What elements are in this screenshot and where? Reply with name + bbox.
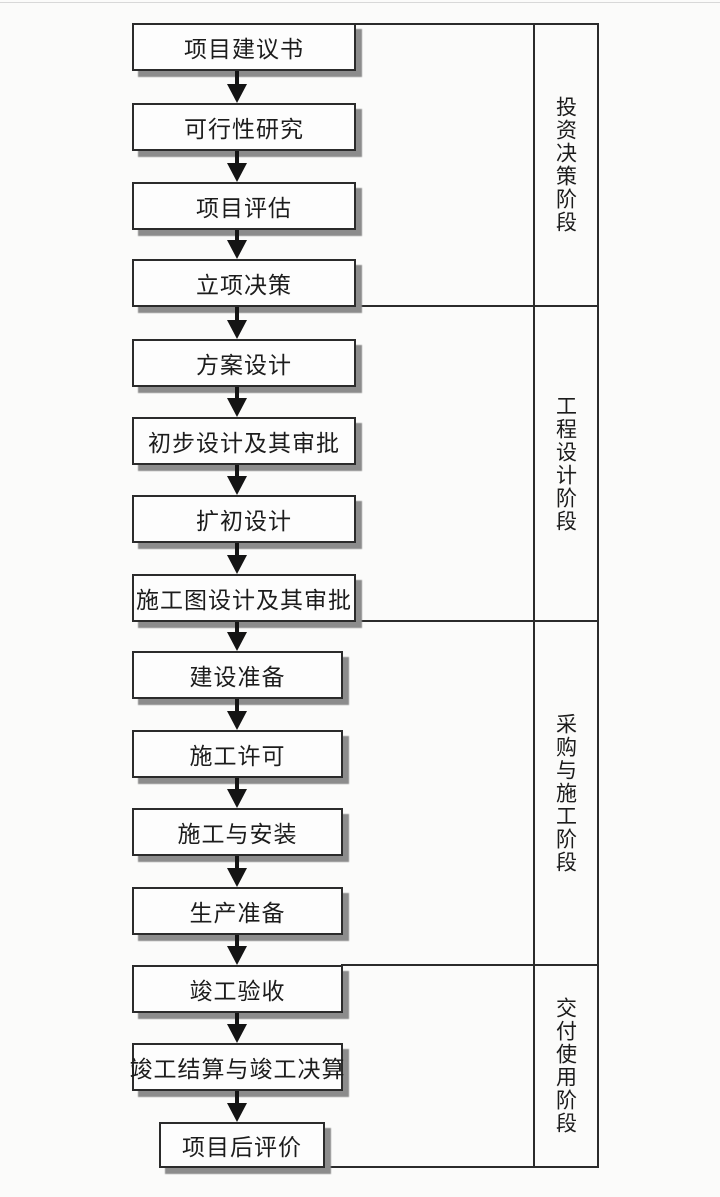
phase-divider-line-3	[341, 964, 599, 966]
flow-step-box-scheme-design: 方案设计	[132, 339, 356, 387]
flow-step-box-production-preparation: 生产准备	[132, 887, 343, 935]
phase-label-delivery-use: 交付使用阶段	[553, 997, 578, 1135]
arrow-down-icon	[227, 543, 247, 574]
phase-column-right-border	[597, 23, 599, 1168]
flow-step-box-feasibility-study: 可行性研究	[132, 103, 356, 151]
phase-divider-line-1	[355, 305, 599, 307]
phase-label-procurement-construction: 采购与施工阶段	[553, 712, 578, 874]
arrow-down-icon	[227, 1091, 247, 1122]
arrow-down-icon	[227, 1013, 247, 1043]
arrow-down-icon	[227, 778, 247, 808]
phase-column-left-border	[533, 23, 535, 1168]
phase-divider-line-2	[355, 620, 599, 622]
flow-step-box-project-evaluation: 项目评估	[132, 182, 356, 230]
arrow-down-icon	[227, 935, 247, 965]
flow-step-box-construction-permit: 施工许可	[132, 730, 343, 778]
arrow-down-icon	[227, 307, 247, 339]
arrow-down-icon	[227, 622, 247, 651]
flow-step-box-post-project-evaluation: 项目后评价	[159, 1122, 325, 1168]
flow-step-box-construction-drawing-design-approval: 施工图设计及其审批	[132, 574, 356, 622]
arrow-down-icon	[227, 856, 247, 887]
phase-frame-top-line	[132, 23, 599, 25]
flow-step-box-construction-installation: 施工与安装	[132, 808, 343, 856]
arrow-down-icon	[227, 699, 247, 730]
arrow-down-icon	[227, 71, 247, 103]
flow-step-box-construction-preparation: 建设准备	[132, 651, 343, 699]
flow-step-box-project-proposal: 项目建议书	[132, 23, 356, 71]
page-top-border-line	[0, 2, 720, 3]
arrow-down-icon	[227, 387, 247, 417]
arrow-down-icon	[227, 230, 247, 259]
arrow-down-icon	[227, 151, 247, 182]
phase-frame-bottom-line	[323, 1166, 599, 1168]
phase-label-engineering-design: 工程设计阶段	[553, 394, 578, 533]
flow-step-box-approval-decision: 立项决策	[132, 259, 356, 307]
flow-step-box-completion-settlement-final-accounts: 竣工结算与竣工决算	[130, 1043, 345, 1091]
flow-step-box-completion-acceptance: 竣工验收	[132, 965, 343, 1013]
arrow-down-icon	[227, 465, 247, 495]
flow-step-box-expanded-preliminary-design: 扩初设计	[132, 495, 356, 543]
flow-step-box-preliminary-design-approval: 初步设计及其审批	[132, 417, 356, 465]
phase-label-investment-decision: 投资决策阶段	[553, 95, 578, 234]
